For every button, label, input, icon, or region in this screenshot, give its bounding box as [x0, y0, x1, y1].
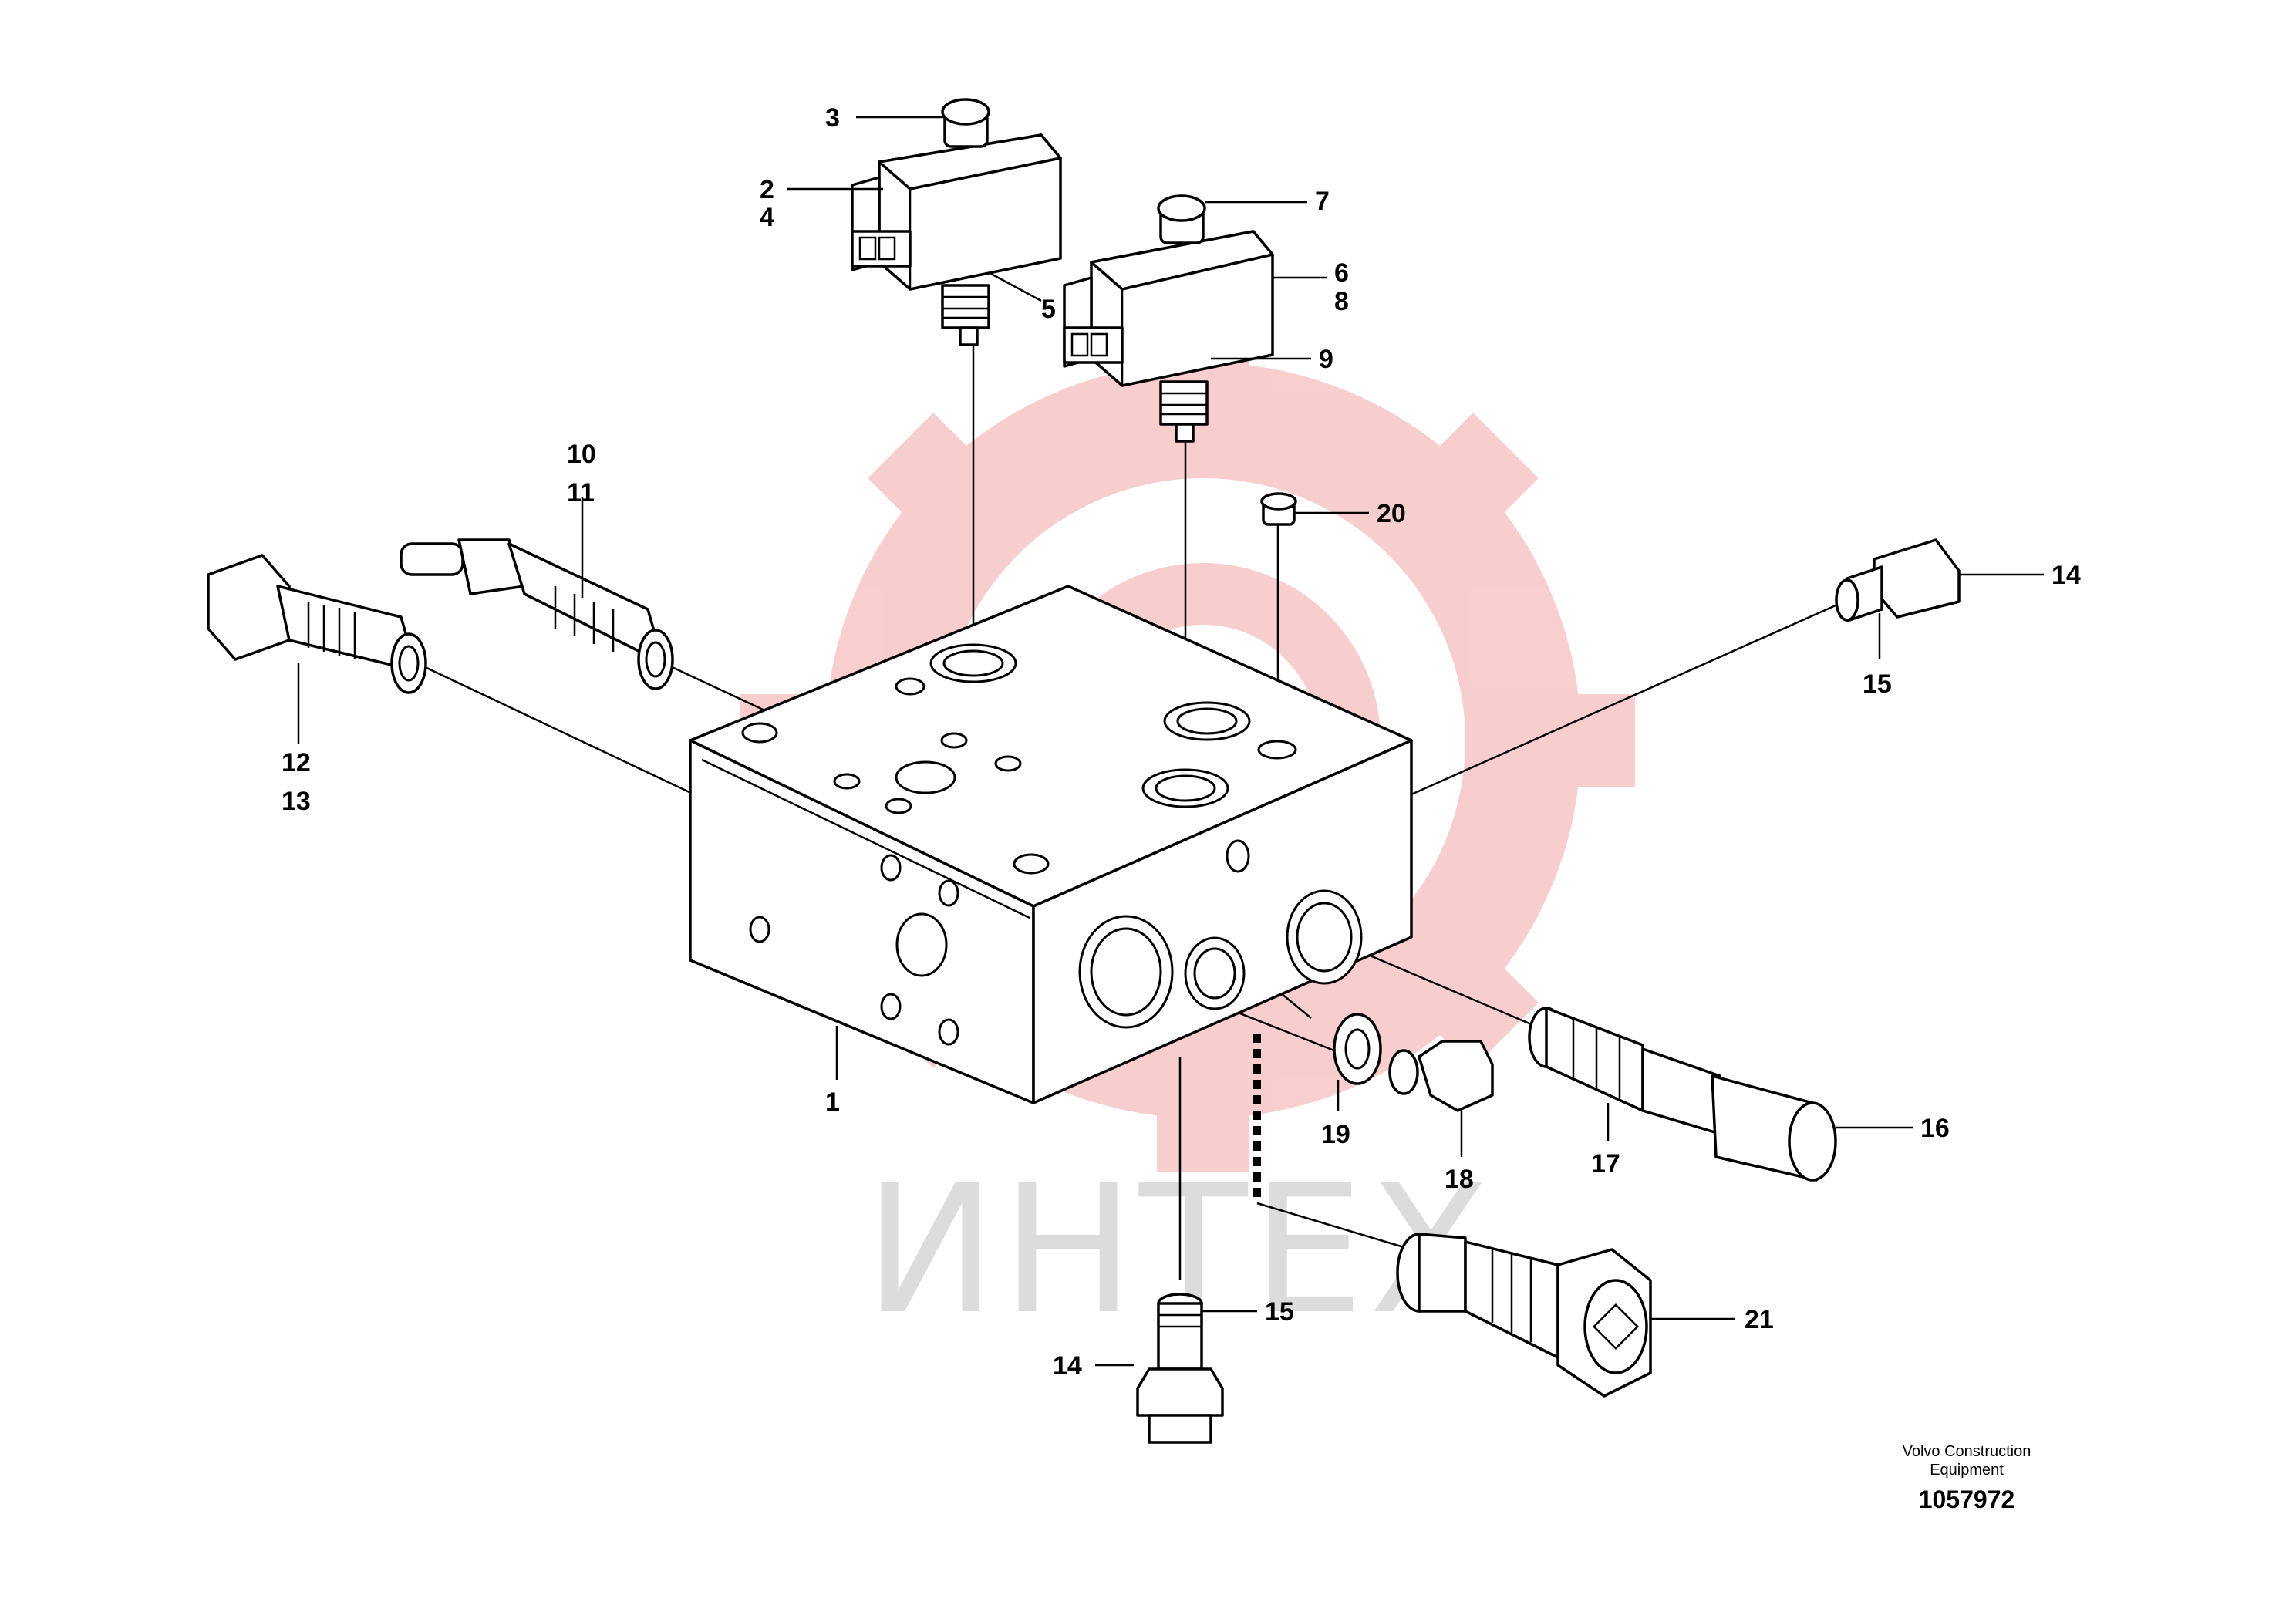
cartridge-10-11: [400, 538, 674, 690]
fitting-14-15-bottom: [1136, 1293, 1224, 1444]
callout-5: 5: [1041, 295, 1056, 324]
callout-labels: 1 2 3 4 5 6 7 8 9 10 11 12 13 14 15 16 1…: [282, 103, 2081, 1381]
callout-4: 4: [760, 203, 774, 232]
callout-7: 7: [1315, 187, 1330, 216]
fitting-14-15-top: [1835, 538, 1961, 622]
callout-18: 18: [1445, 1165, 1474, 1194]
callout-19: 19: [1321, 1120, 1350, 1149]
callout-14-top: 14: [2052, 561, 2081, 590]
callout-20: 20: [1377, 499, 1406, 528]
callout-15-bottom: 15: [1265, 1297, 1294, 1327]
callout-6: 6: [1334, 258, 1349, 288]
washer-19: [1333, 1013, 1382, 1085]
footer-block: Volvo Construction Equipment 1057972: [1903, 1443, 2031, 1513]
figure-number: 1057972: [1919, 1485, 2015, 1513]
callout-3: 3: [825, 103, 840, 133]
plug-18: [1388, 1040, 1494, 1112]
valve-21: [1396, 1233, 1652, 1398]
callout-1: 1: [825, 1088, 840, 1117]
callout-8: 8: [1334, 287, 1349, 316]
plug-20: [1260, 492, 1297, 526]
callout-17: 17: [1591, 1149, 1620, 1179]
valve-block: [689, 585, 1413, 1104]
callout-15-top: 15: [1863, 669, 1892, 699]
callout-9: 9: [1319, 345, 1333, 374]
callout-12: 12: [282, 748, 311, 777]
callout-21: 21: [1745, 1305, 1774, 1334]
callout-14-bottom: 14: [1053, 1351, 1082, 1381]
callout-10: 10: [567, 440, 596, 469]
callout-16: 16: [1920, 1114, 1950, 1143]
maker-line-1: Volvo Construction: [1903, 1443, 2031, 1460]
callout-11: 11: [567, 478, 595, 508]
callout-leaders: [297, 116, 2044, 1367]
callout-13: 13: [282, 787, 311, 816]
callout-2: 2: [760, 175, 774, 204]
maker-line-2: Equipment: [1930, 1462, 2004, 1479]
cartridge-12-13: [207, 554, 427, 694]
solenoid-coil-right: [1063, 194, 1274, 443]
cartridge-16-17: [1528, 1007, 1837, 1182]
solenoid-coil-left: [851, 98, 1062, 346]
